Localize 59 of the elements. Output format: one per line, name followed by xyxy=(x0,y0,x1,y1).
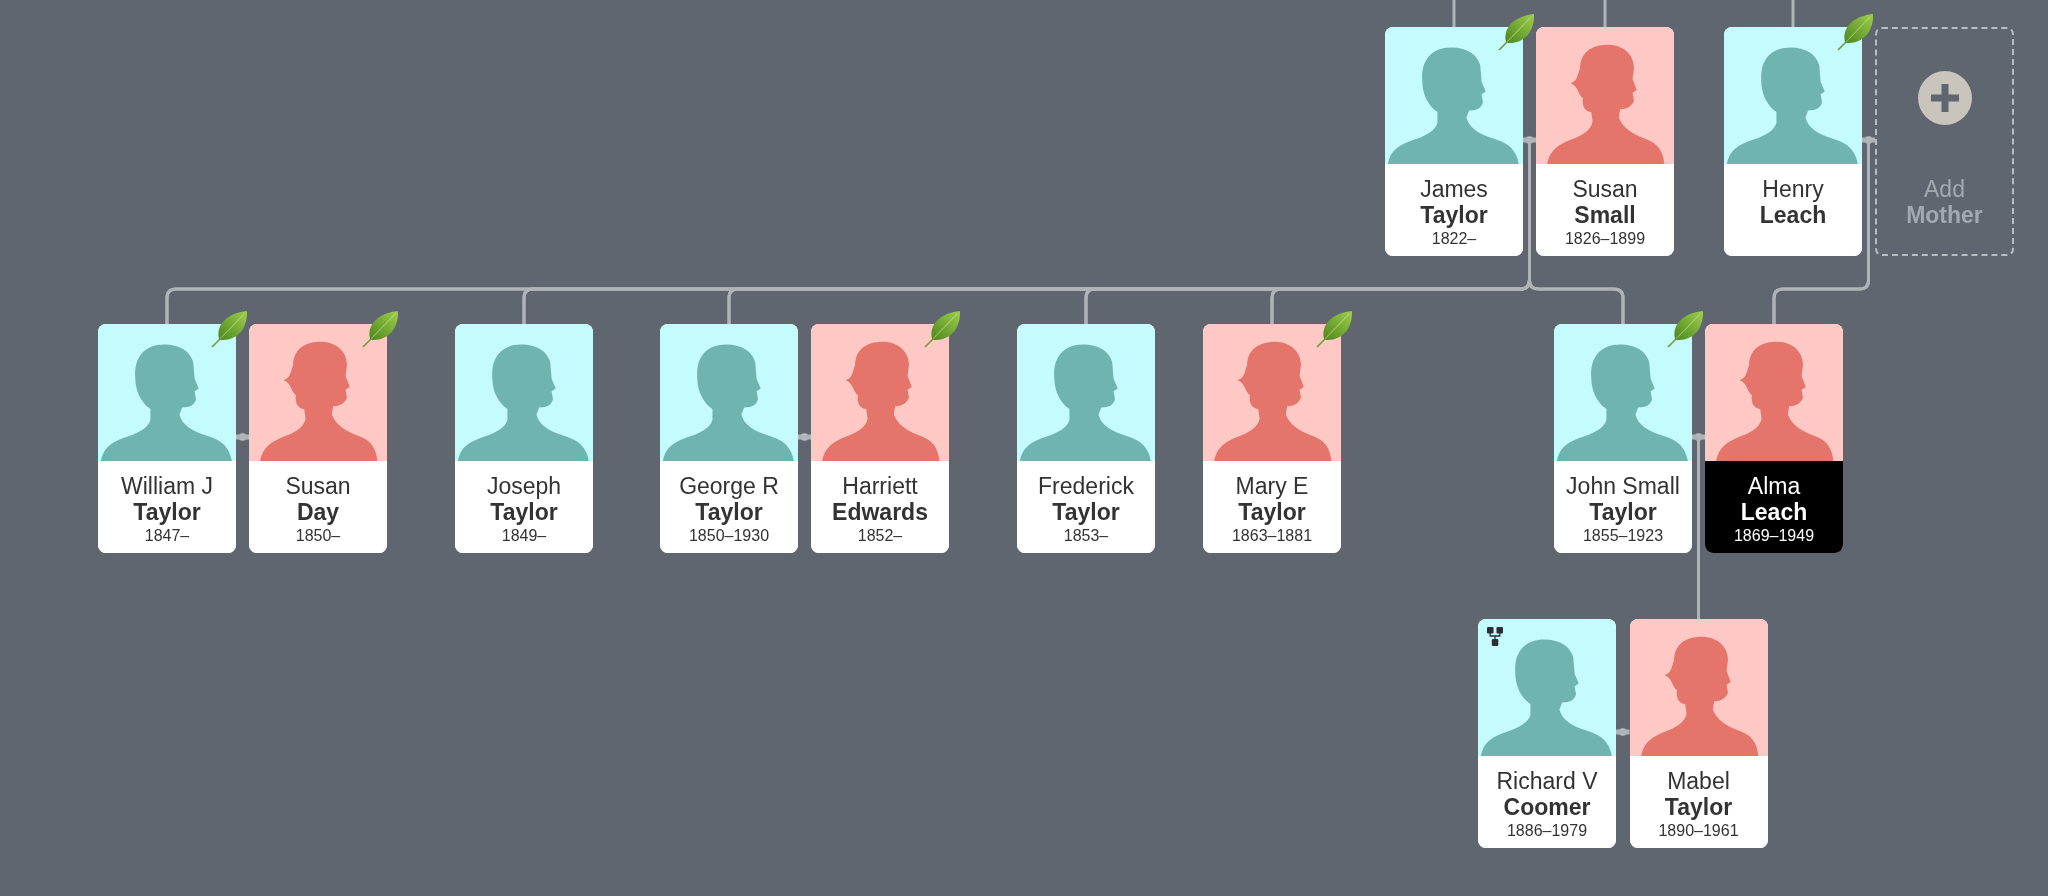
life-dates: 1850–1930 xyxy=(688,526,770,546)
given-name: Richard V xyxy=(1496,768,1598,794)
life-dates: 1822– xyxy=(1431,229,1477,249)
surname: Taylor xyxy=(1664,794,1733,820)
person-card xyxy=(1478,619,1616,848)
connector-line xyxy=(1603,0,1607,27)
given-name: Alma xyxy=(1747,473,1801,499)
given-name: James xyxy=(1420,176,1488,202)
life-dates: 1850– xyxy=(295,526,341,546)
life-dates: 1886–1979 xyxy=(1506,821,1588,841)
given-name: Susan xyxy=(1572,176,1638,202)
life-dates: 1890–1961 xyxy=(1658,821,1739,841)
life-dates: 1869–1949 xyxy=(1733,526,1815,546)
given-name: Harriett xyxy=(842,473,918,499)
surname: Taylor xyxy=(133,499,201,525)
surname: Coomer xyxy=(1503,794,1591,820)
person-card xyxy=(1536,27,1674,256)
given-name: Susan xyxy=(285,473,351,499)
surname: Small xyxy=(1574,202,1636,228)
add-person-button: Add Mother xyxy=(1875,27,2014,256)
life-dates: 1853– xyxy=(1063,526,1109,546)
person-card xyxy=(1705,324,1843,553)
connector-line xyxy=(1791,0,1795,27)
surname: Leach xyxy=(1740,499,1808,525)
given-name: Mabel xyxy=(1667,768,1730,794)
given-name: William J xyxy=(121,473,213,499)
surname: Taylor xyxy=(695,499,763,525)
surname: Leach xyxy=(1759,202,1827,228)
surname: Day xyxy=(296,499,340,525)
person-card xyxy=(1554,324,1692,553)
surname: Taylor xyxy=(490,499,558,525)
given-name: Henry xyxy=(1762,176,1824,202)
person-card xyxy=(660,324,798,553)
life-dates: 1863–1881 xyxy=(1231,526,1313,546)
life-dates: 1852– xyxy=(857,526,903,546)
surname: Edwards xyxy=(832,499,928,525)
given-name: Frederick xyxy=(1038,473,1134,499)
given-name: Mary E xyxy=(1235,473,1309,499)
life-dates: 1826–1899 xyxy=(1564,229,1646,249)
life-dates: 1855–1923 xyxy=(1582,526,1664,546)
life-dates: 1847– xyxy=(144,526,190,546)
person-card xyxy=(1203,324,1341,553)
surname: Taylor xyxy=(1589,499,1657,525)
given-name: John Small xyxy=(1566,473,1680,499)
person-card xyxy=(98,324,236,553)
given-name: Joseph xyxy=(486,473,562,499)
person-card xyxy=(1629,619,1768,848)
person-card xyxy=(1385,27,1523,256)
person-card xyxy=(249,324,387,553)
given-name: George R xyxy=(679,473,779,499)
life-dates: 1849– xyxy=(501,526,547,546)
connector-line xyxy=(1452,0,1456,27)
person-card xyxy=(455,324,593,553)
person-card xyxy=(811,324,949,553)
surname: Taylor xyxy=(1238,499,1306,525)
surname: Taylor xyxy=(1052,499,1120,525)
person-card xyxy=(1724,27,1862,256)
person-card xyxy=(1017,324,1155,553)
surname: Taylor xyxy=(1420,202,1488,228)
